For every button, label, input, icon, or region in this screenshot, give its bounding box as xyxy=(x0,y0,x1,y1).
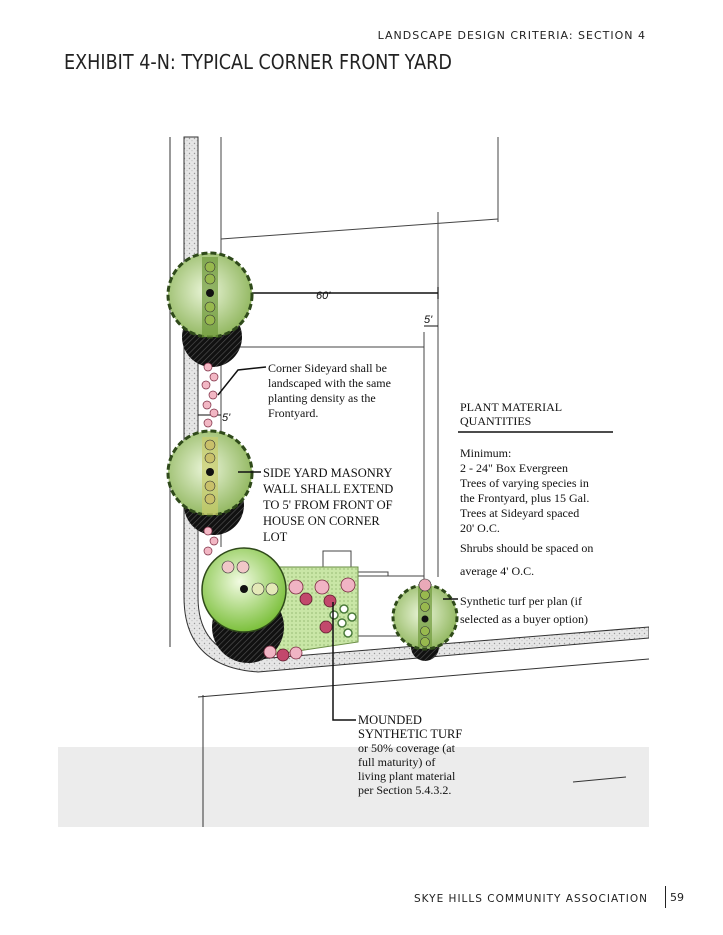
corner-shade-tree xyxy=(201,547,287,663)
svg-text:2 - 24" Box Evergreen: 2 - 24" Box Evergreen xyxy=(460,461,568,475)
dimension-label-5-top: 5' xyxy=(424,314,433,326)
frontyard-shrubs xyxy=(263,577,357,662)
plant-quantities-block: PLANT MATERIAL QUANTITIES Minimum: 2 - 2… xyxy=(458,400,613,626)
svg-text:20' O.C.: 20' O.C. xyxy=(460,521,500,535)
svg-text:Corner Sideyard shall be: Corner Sideyard shall be xyxy=(268,361,387,375)
svg-text:Minimum:: Minimum: xyxy=(460,446,511,460)
svg-text:the Frontyard, plus 15 Gal.: the Frontyard, plus 15 Gal. xyxy=(460,491,589,505)
drawing-background xyxy=(58,127,649,827)
svg-text:or 50% coverage (at: or 50% coverage (at xyxy=(358,741,456,755)
svg-text:WALL SHALL EXTEND: WALL SHALL EXTEND xyxy=(263,482,393,496)
svg-text:selected as a buyer option): selected as a buyer option) xyxy=(460,612,588,626)
dimension-label-5-mid: 5' xyxy=(222,412,231,424)
leader-mounded-turf xyxy=(332,602,356,721)
svg-text:Trees at Sideyard spaced: Trees at Sideyard spaced xyxy=(460,506,579,520)
svg-text:full maturity) of: full maturity) of xyxy=(358,755,435,769)
section-header: LANDSCAPE DESIGN CRITERIA: SECTION 4 xyxy=(377,29,646,42)
svg-text:planting density as the: planting density as the xyxy=(268,391,376,405)
svg-text:HOUSE ON CORNER: HOUSE ON CORNER xyxy=(263,514,380,528)
callout-mounded-turf: MOUNDED SYNTHETIC TURF or 50% coverage (… xyxy=(358,713,462,797)
svg-text:landscaped with the same: landscaped with the same xyxy=(268,376,391,390)
svg-text:Frontyard.: Frontyard. xyxy=(268,406,318,420)
svg-text:SYNTHETIC TURF: SYNTHETIC TURF xyxy=(358,727,462,741)
svg-text:Shrubs should be spaced on: Shrubs should be spaced on xyxy=(460,541,593,555)
evergreen-tree-1 xyxy=(166,251,254,367)
callout-corner-sideyard: Corner Sideyard shall be landscaped with… xyxy=(268,361,391,420)
svg-text:MOUNDED: MOUNDED xyxy=(358,713,422,727)
svg-text:TO 5' FROM FRONT OF: TO 5' FROM FRONT OF xyxy=(263,498,393,512)
sidewalk xyxy=(183,136,649,673)
plant-quantities-heading-2: QUANTITIES xyxy=(460,414,531,428)
site-plan-drawing: 60' 5' 5' 5' xyxy=(58,127,649,827)
page-title: EXHIBIT 4-N: TYPICAL CORNER FRONT YARD xyxy=(64,50,452,74)
sideyard-shrubs xyxy=(201,362,219,556)
evergreen-tree-3 xyxy=(391,578,459,661)
page-number: 59 xyxy=(670,891,684,904)
evergreen-tree-2 xyxy=(166,429,254,535)
plant-quantities-heading-1: PLANT MATERIAL xyxy=(460,400,562,414)
svg-text:living plant material: living plant material xyxy=(358,769,456,783)
lower-shade-band xyxy=(58,747,649,827)
dimension-label-60: 60' xyxy=(316,290,331,302)
svg-text:LOT: LOT xyxy=(263,530,288,544)
svg-text:Trees of varying species in: Trees of varying species in xyxy=(460,476,589,490)
svg-text:SIDE YARD MASONRY: SIDE YARD MASONRY xyxy=(263,466,392,480)
footer-organization: SKYE HILLS COMMUNITY ASSOCIATION xyxy=(414,893,648,905)
leader-corner-sideyard xyxy=(217,366,267,396)
footer-divider xyxy=(665,886,666,908)
svg-text:per Section 5.4.3.2.: per Section 5.4.3.2. xyxy=(358,783,451,797)
svg-text:average 4' O.C.: average 4' O.C. xyxy=(460,564,534,578)
callout-masonry-wall: SIDE YARD MASONRY WALL SHALL EXTEND TO 5… xyxy=(263,466,393,544)
svg-text:Synthetic turf per plan (if: Synthetic turf per plan (if xyxy=(460,594,582,608)
